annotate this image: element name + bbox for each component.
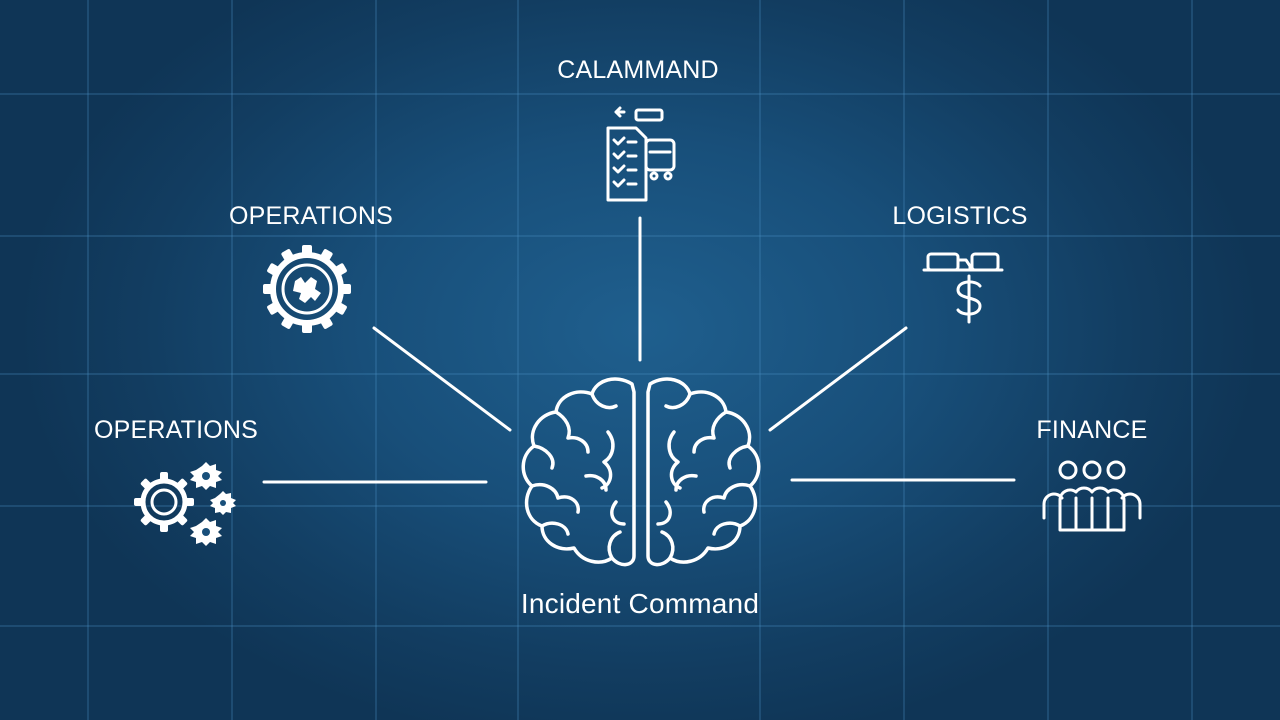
gears-icon	[134, 462, 236, 546]
logistics-label: LOGISTICS	[892, 202, 1028, 230]
connector-operations-top	[372, 326, 512, 432]
center-label: Incident Command	[520, 588, 760, 619]
people-group-icon	[1042, 460, 1142, 532]
gear-icon	[263, 245, 351, 333]
truck-dollar-icon	[922, 252, 1004, 324]
finance-label: FINANCE	[1036, 416, 1148, 444]
connector-logistics	[768, 326, 908, 432]
clipboard-truck-icon	[606, 106, 676, 202]
command-label: CALAMMAND	[557, 56, 719, 84]
operations-top-label: OPERATIONS	[228, 202, 394, 230]
operations-left-label: OPERATIONS	[93, 416, 259, 444]
brain-icon	[521, 377, 761, 567]
